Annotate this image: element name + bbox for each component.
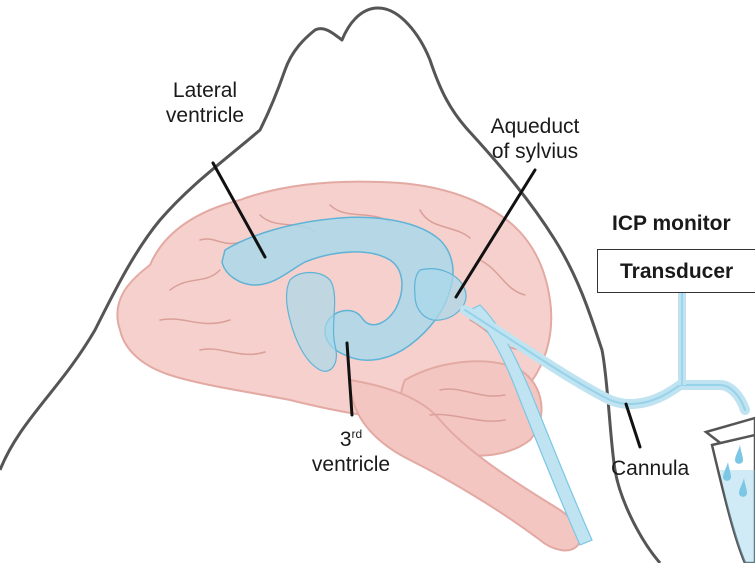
label-aqueduct-line2: of sylvius <box>470 139 600 164</box>
label-lateral-ventricle: Lateral ventricle <box>150 78 260 128</box>
label-third-ventricle-superscript: rd <box>352 427 363 441</box>
label-icp-monitor: ICP monitor <box>612 211 731 236</box>
label-aqueduct-of-sylvius: Aqueduct of sylvius <box>470 114 600 164</box>
collection-vial <box>706 418 755 563</box>
label-third-ventricle: 3rd ventricle <box>296 427 406 477</box>
label-cannula: Cannula <box>611 456 689 481</box>
leader-cannula <box>626 404 640 447</box>
label-third-ventricle-line2: ventricle <box>296 452 406 477</box>
label-third-ventricle-number: 3 <box>340 428 352 451</box>
label-transducer: Transducer <box>620 259 733 284</box>
label-third-ventricle-line1: 3rd <box>296 427 406 452</box>
label-aqueduct-line1: Aqueduct <box>470 114 600 139</box>
label-lateral-ventricle-line2: ventricle <box>150 103 260 128</box>
label-lateral-ventricle-line1: Lateral <box>150 78 260 103</box>
